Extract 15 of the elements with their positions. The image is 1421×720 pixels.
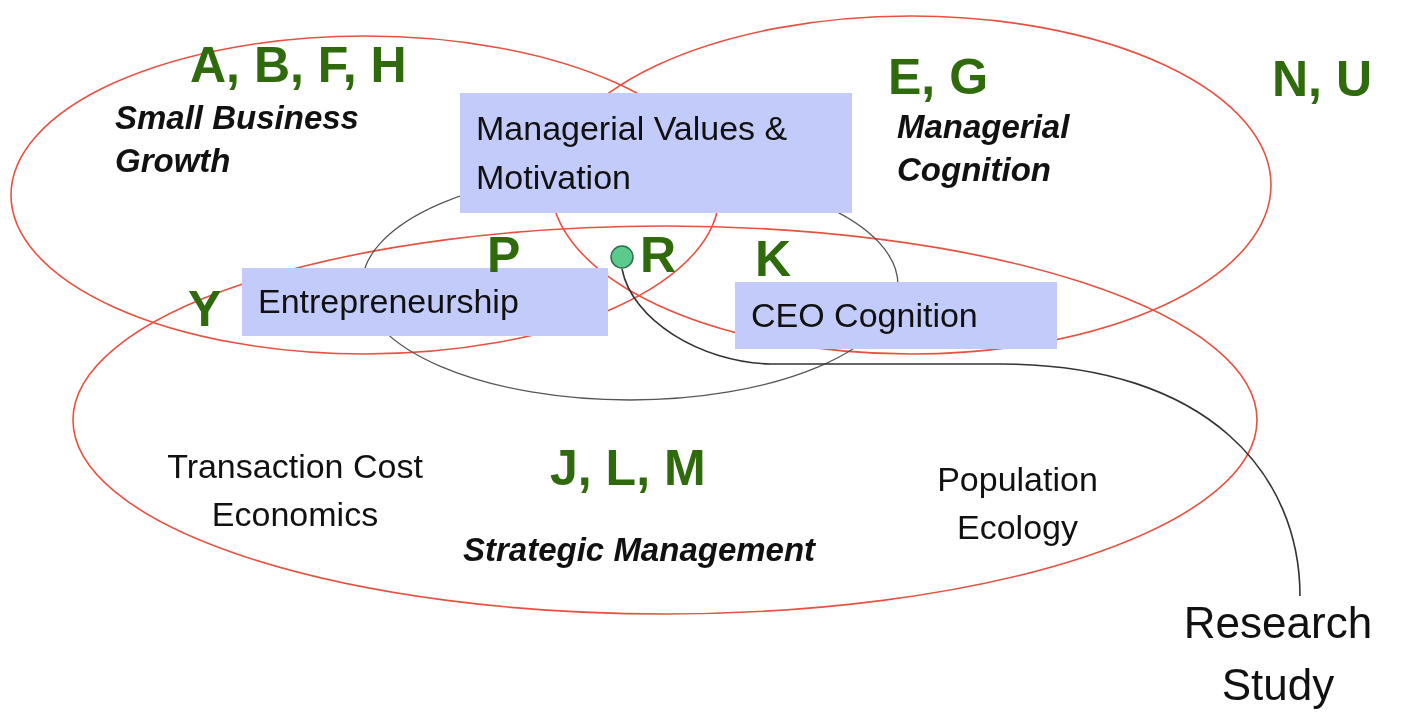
study-label: Research Study	[1138, 592, 1418, 716]
theory-label: Transaction Cost Economics	[166, 446, 424, 535]
topic-box: CEO Cognition	[735, 282, 1057, 349]
letter-code: R	[640, 228, 677, 283]
letter-codes: A, B, F, H	[190, 38, 407, 93]
letter-code: N, U	[1272, 52, 1372, 107]
area-heading: Managerial Cognition	[897, 107, 1071, 190]
area-heading: Small Business Growth	[115, 98, 360, 181]
letter-codes: J, L, M	[550, 441, 706, 496]
letter-code: Y	[188, 282, 222, 337]
letter-codes: E, G	[888, 50, 989, 105]
topic-box: Managerial Values & Motivation	[460, 93, 852, 213]
area-heading: Strategic Management	[463, 530, 817, 570]
theory-label: Population Ecology	[936, 459, 1099, 548]
leader-line	[621, 268, 1301, 597]
